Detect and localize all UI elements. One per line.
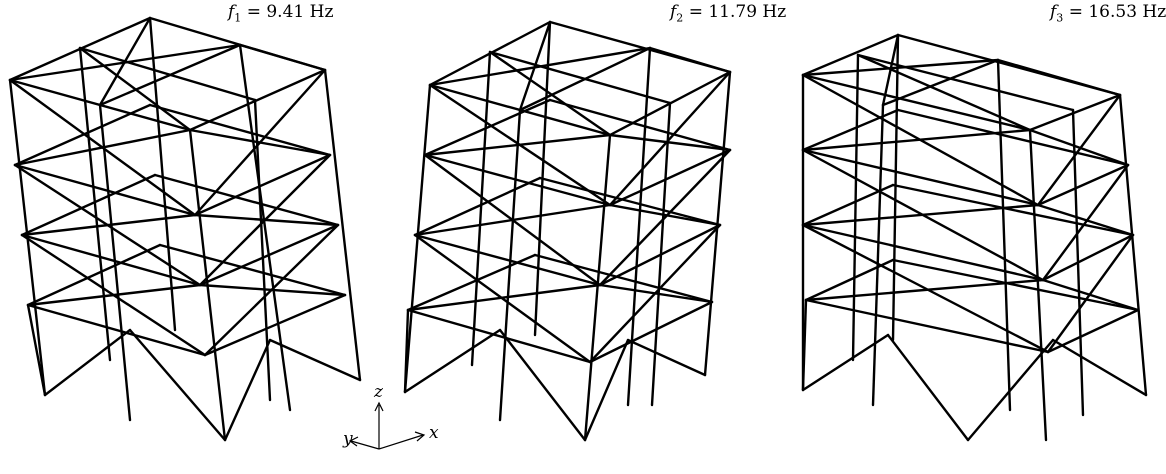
mode-panel-2: f2 = 11.79 Hz bbox=[400, 0, 786, 469]
frame-structure-mode-3 bbox=[801, 33, 1148, 442]
mode-panel-3: f3 = 16.53 Hz bbox=[798, 0, 1166, 469]
mode-panel-1: f1 = 9.41 Hz bbox=[0, 0, 380, 469]
frame-structure-mode-1 bbox=[8, 16, 362, 442]
axis-y-label: y bbox=[343, 429, 353, 449]
axis-z-label: z bbox=[374, 382, 383, 402]
axis-x-label: x bbox=[429, 423, 439, 443]
mode-3-frequency-label: f3 = 16.53 Hz bbox=[1050, 2, 1166, 25]
mode-2-frequency-label: f2 = 11.79 Hz bbox=[670, 2, 787, 25]
axes-arrows bbox=[348, 401, 426, 450]
mode-1-frequency-label: f1 = 9.41 Hz bbox=[228, 2, 334, 25]
frame-structure-mode-2 bbox=[403, 20, 732, 442]
coordinate-axes: z y x bbox=[343, 382, 465, 469]
